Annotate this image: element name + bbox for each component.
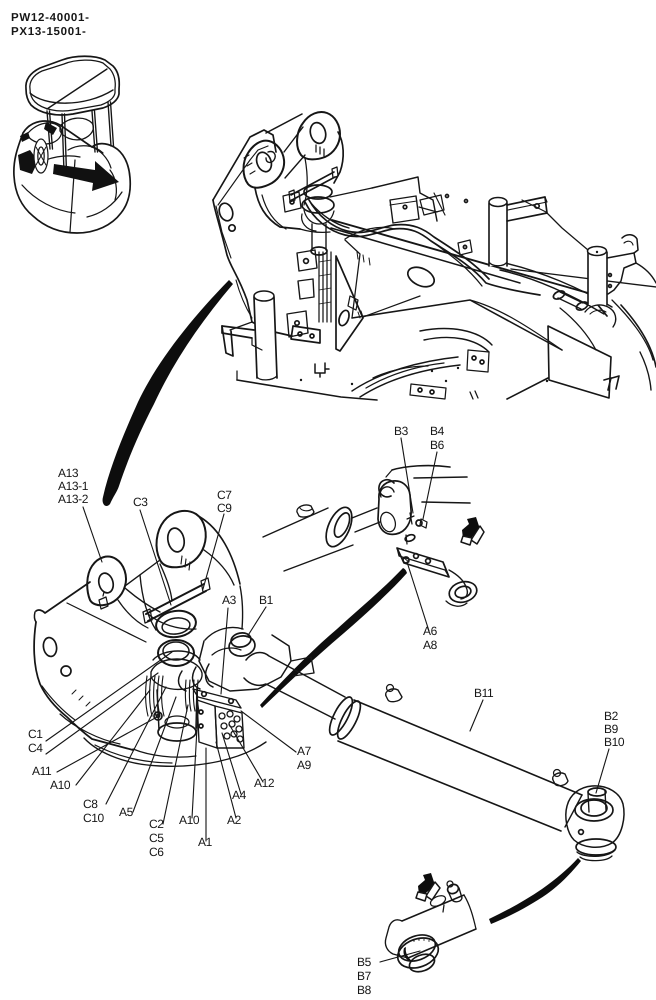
svg-text:A3: A3 bbox=[222, 593, 237, 607]
svg-text:C10: C10 bbox=[83, 811, 105, 825]
svg-text:A1: A1 bbox=[198, 835, 213, 849]
svg-text:A6: A6 bbox=[423, 624, 438, 638]
svg-text:B2: B2 bbox=[604, 709, 619, 723]
svg-text:B6: B6 bbox=[430, 438, 445, 452]
svg-text:A4: A4 bbox=[232, 788, 247, 802]
svg-text:A2: A2 bbox=[227, 813, 242, 827]
svg-text:B5: B5 bbox=[357, 955, 372, 969]
svg-text:B9: B9 bbox=[604, 722, 619, 736]
svg-text:A9: A9 bbox=[297, 758, 312, 772]
svg-text:A11: A11 bbox=[32, 764, 52, 778]
svg-text:A13-1: A13-1 bbox=[58, 479, 89, 493]
svg-text:PW12-40001-: PW12-40001- bbox=[11, 12, 90, 24]
svg-text:A12: A12 bbox=[254, 776, 275, 790]
svg-text:A10: A10 bbox=[179, 813, 200, 827]
svg-text:C7: C7 bbox=[217, 488, 232, 502]
svg-text:A13-2: A13-2 bbox=[58, 492, 89, 506]
svg-text:B11: B11 bbox=[474, 686, 494, 700]
svg-text:C1: C1 bbox=[28, 727, 43, 741]
svg-text:B8: B8 bbox=[357, 983, 372, 997]
svg-text:C2: C2 bbox=[149, 817, 164, 831]
svg-text:B10: B10 bbox=[604, 735, 625, 749]
svg-text:A5: A5 bbox=[119, 805, 134, 819]
svg-text:C6: C6 bbox=[149, 845, 164, 859]
svg-text:A8: A8 bbox=[423, 638, 438, 652]
svg-text:A10: A10 bbox=[50, 778, 71, 792]
svg-text:B4: B4 bbox=[430, 424, 445, 438]
svg-text:C8: C8 bbox=[83, 797, 98, 811]
svg-text:B1: B1 bbox=[259, 593, 274, 607]
svg-text:C5: C5 bbox=[149, 831, 164, 845]
svg-text:C9: C9 bbox=[217, 501, 232, 515]
svg-text:B3: B3 bbox=[394, 424, 409, 438]
svg-text:C3: C3 bbox=[133, 495, 148, 509]
svg-text:A13: A13 bbox=[58, 466, 79, 480]
svg-text:B7: B7 bbox=[357, 969, 372, 983]
svg-text:C4: C4 bbox=[28, 741, 43, 755]
svg-text:A7: A7 bbox=[297, 744, 312, 758]
svg-text:PX13-15001-: PX13-15001- bbox=[11, 26, 86, 38]
